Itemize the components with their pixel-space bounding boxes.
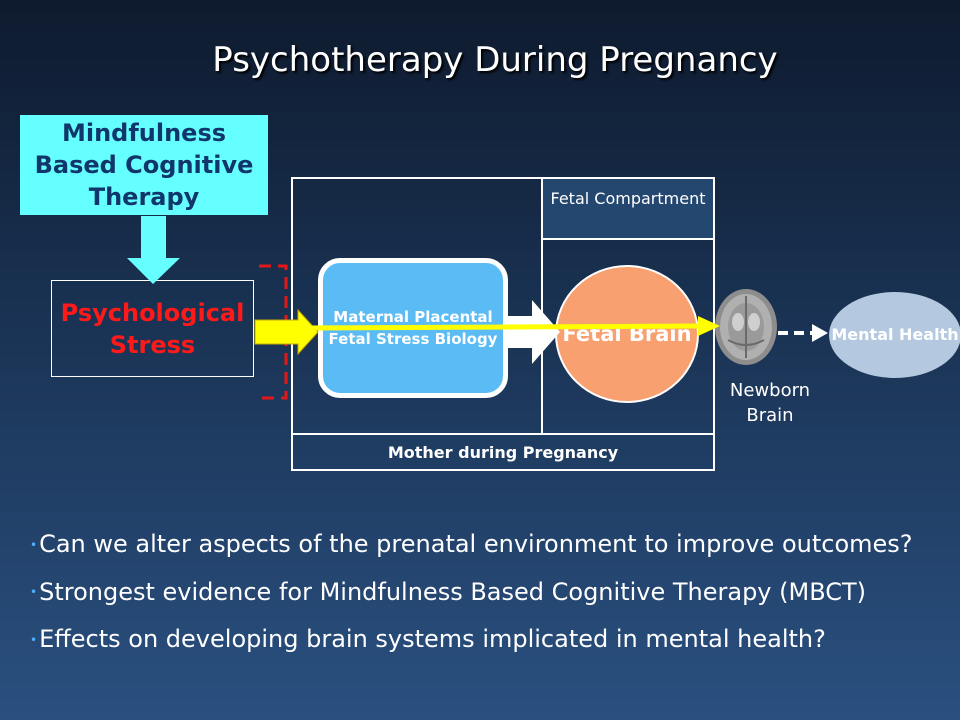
bullet-item: •Strongest evidence for Mindfulness Base… — [30, 576, 950, 610]
fetal-divider — [541, 177, 543, 433]
bullet-item: •Effects on developing brain systems imp… — [30, 623, 950, 657]
down-arrow-icon — [127, 216, 180, 284]
psychological-stress-box: Psychological Stress — [51, 280, 254, 377]
bullet-dot-icon: • — [30, 585, 38, 599]
bullet-text: Strongest evidence for Mindfulness Based… — [39, 577, 867, 606]
bullet-text: Effects on developing brain systems impl… — [39, 625, 826, 653]
bullet-text: Can we alter aspects of the prenatal env… — [39, 530, 913, 558]
bullet-dot-icon: • — [30, 632, 38, 647]
bullet-dot-icon: • — [30, 537, 38, 552]
white-arrow-icon — [505, 300, 560, 364]
bracket-icon — [259, 264, 288, 400]
fetal-brain-circle: Fetal Brain — [555, 265, 699, 403]
brain-scan-icon — [715, 289, 777, 365]
mother-during-pregnancy-label: Mother during Pregnancy — [291, 433, 715, 471]
newborn-brain-label: Newborn Brain — [729, 380, 811, 426]
mental-health-ellipse: Mental Health — [829, 292, 960, 378]
bullet-item: •Can we alter aspects of the prenatal en… — [30, 528, 950, 562]
slide-title: Psychotherapy During Pregnancy — [212, 40, 778, 80]
fetal-compartment-label: Fetal Compartment — [543, 179, 713, 240]
mbct-box: Mindfulness Based Cognitive Therapy — [20, 115, 268, 215]
yellow-arrow-icon — [254, 308, 720, 356]
dashed-arrow-icon — [778, 324, 828, 342]
bullet-list: •Can we alter aspects of the prenatal en… — [30, 528, 950, 671]
